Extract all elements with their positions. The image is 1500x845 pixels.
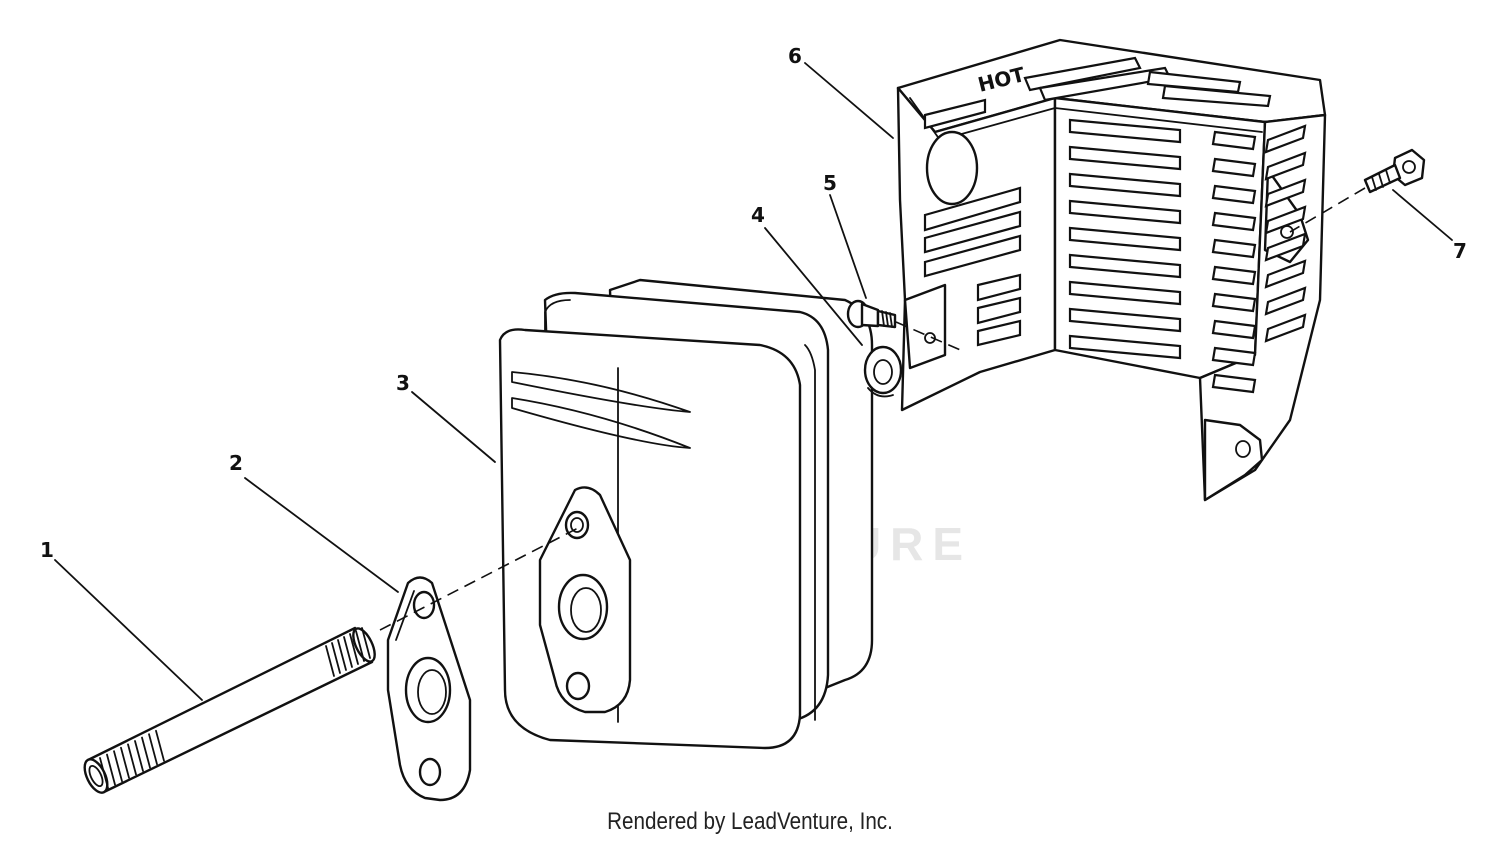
muffler-body — [498, 278, 874, 750]
screw-7 — [1363, 148, 1426, 194]
leader-lines — [54, 62, 1453, 701]
exhaust-pipe — [83, 626, 376, 794]
callout-labels: 1 2 3 4 5 6 7 — [40, 44, 1467, 562]
lock-washer — [863, 345, 903, 398]
callout-7: 7 — [1453, 239, 1467, 263]
callout-3: 3 — [396, 371, 410, 395]
callout-1: 1 — [40, 538, 54, 562]
footer-credit: Rendered by LeadVenture, Inc. — [607, 808, 893, 835]
bolt-5 — [846, 299, 897, 329]
callout-2: 2 — [229, 451, 243, 475]
muffler-guard: HOT — [896, 38, 1327, 502]
callout-6: 6 — [788, 44, 802, 68]
callout-5: 5 — [823, 171, 837, 195]
callout-4: 4 — [751, 203, 765, 227]
gasket — [386, 576, 472, 802]
assembly-lines — [379, 187, 1366, 631]
